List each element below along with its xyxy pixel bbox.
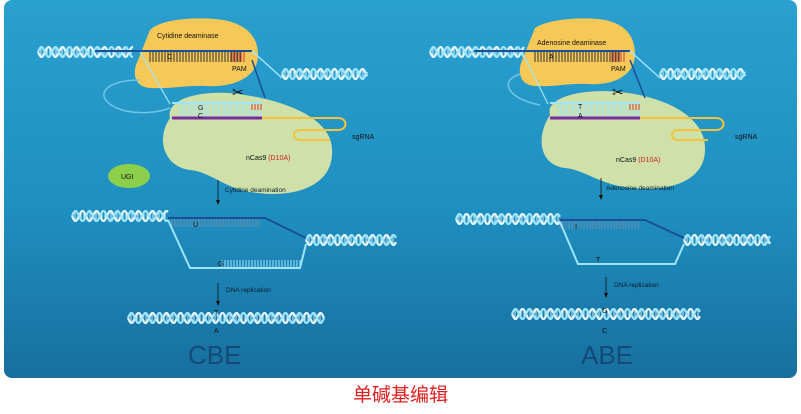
cbe-pam-ticks-mid: [251, 104, 262, 110]
helix-backbone: [511, 308, 701, 320]
abe-ticks-top: [534, 52, 620, 62]
cbe-arrow-1-head: [216, 200, 220, 205]
abe-arrow-2-head: [604, 293, 608, 298]
abe-dna-helix-right: [659, 68, 746, 80]
cbe-ugi-protein: [108, 164, 150, 188]
abe-scissors-icon: ✂: [612, 84, 624, 100]
abe-connector-2: [629, 59, 646, 99]
cbe-base-top: C: [167, 54, 172, 61]
abe-sgrna-label: sgRNA: [735, 134, 758, 141]
abe-final-helix: [511, 308, 701, 320]
abe-ncas9-name: nCas9: [616, 157, 636, 164]
helix-backbone: [71, 210, 169, 222]
cbe-sgrna-label: sgRNA: [352, 134, 375, 141]
abe-pam-ticks-mid: [629, 104, 640, 110]
abe-step2-label: DNA replication: [614, 282, 659, 289]
abe-pam-label: PAM: [611, 66, 626, 73]
cbe-scissors-icon: ✂: [232, 84, 244, 100]
cbe-sgrna-hairpin: [262, 117, 347, 141]
abe-step1-label: Adenosine deamination: [606, 185, 674, 192]
abe-intermediate-bottom-strand: [559, 221, 685, 265]
cbe-ncas9-protein: [162, 92, 333, 194]
abe-section: Adenosine deaminase A PAM ✂ T A sgRNA nC…: [429, 18, 771, 370]
cbe-connector-1: [251, 50, 283, 79]
cbe-pam-label: PAM: [232, 66, 247, 73]
cbe-intermediate-ticks-bottom: [221, 260, 301, 268]
cbe-pam-ticks: [231, 52, 245, 62]
helix-backbone: [305, 234, 397, 246]
cbe-step2-label: DNA replication: [226, 287, 271, 294]
helix-backbone: [127, 312, 325, 324]
helix-backbone: [71, 210, 169, 222]
abe-connector-1: [629, 50, 661, 79]
cbe-section: UGI Cytidine deaminase C PAM ✂ G C sgRNA: [37, 18, 397, 370]
abe-intermediate-top: I: [575, 224, 577, 231]
abe-ncas9-label: nCas9 (D10A): [616, 157, 660, 164]
helix-backbone: [429, 46, 525, 58]
cbe-dna-helix-left: [37, 46, 133, 58]
abe-deaminase-label: Adenosine deaminase: [537, 40, 606, 47]
cbe-intermediate-bottom: G: [218, 261, 223, 268]
helix-backbone: [305, 234, 397, 246]
abe-linker: [507, 73, 541, 106]
cbe-connector-3: [139, 51, 171, 105]
helix-backbone: [511, 308, 701, 320]
cbe-edit-base-c: C: [198, 113, 203, 120]
caption: 单碱基编辑: [352, 384, 448, 406]
cbe-ncas9-label: nCas9 (D10A): [246, 155, 290, 162]
abe-intermediate-helix-right: [683, 234, 771, 246]
abe-edit-base-t: T: [578, 104, 583, 111]
abe-edit-base-a: A: [578, 113, 583, 120]
cbe-ugi-label: UGI: [121, 174, 134, 181]
cbe-final-helix: [127, 312, 325, 324]
cbe-intermediate-top-strand: [168, 217, 307, 239]
cbe-final-bottom: A: [214, 328, 219, 335]
cbe-intermediate-top: U: [193, 222, 198, 229]
cbe-ticks-top: [149, 52, 241, 62]
helix-backbone: [281, 68, 368, 80]
abe-intermediate-ticks: [559, 221, 639, 229]
abe-dna-helix-left: [429, 46, 525, 58]
cbe-final-top: T: [214, 310, 219, 317]
helix-backbone: [37, 46, 133, 58]
cbe-linker: [103, 79, 171, 114]
helix-backbone: [37, 46, 133, 58]
abe-connector-3: [521, 51, 549, 105]
abe-arrow-1-head: [599, 195, 603, 200]
abe-intermediate-bottom: T: [596, 257, 601, 264]
abe-intermediate-top-strand: [560, 219, 685, 239]
cbe-intermediate-ticks: [171, 219, 260, 227]
abe-title: ABE: [581, 340, 633, 370]
helix-backbone: [683, 234, 771, 246]
abe-mutation: (D10A): [638, 157, 660, 164]
cbe-title: CBE: [188, 340, 241, 370]
abe-base-top: A: [549, 54, 554, 61]
cbe-ncas9-name: nCas9: [246, 155, 266, 162]
abe-sgrna-hairpin: [640, 117, 725, 141]
cbe-connector-2: [251, 59, 266, 99]
helix-backbone: [455, 213, 561, 225]
helix-backbone: [455, 213, 561, 225]
abe-final-bottom: C: [602, 328, 607, 335]
cbe-dna-helix-right: [281, 68, 368, 80]
abe-intermediate-helix-left: [455, 213, 561, 225]
cbe-intermediate-helix-right: [305, 234, 397, 246]
cbe-intermediate-helix-left: [71, 210, 169, 222]
cbe-mutation: (D10A): [268, 155, 290, 162]
cbe-deaminase-label: Cytidine deaminase: [157, 33, 219, 40]
cbe-intermediate-bottom-strand: [167, 219, 307, 269]
abe-final-top: G: [602, 308, 607, 315]
helix-backbone: [659, 68, 746, 80]
abe-pam-ticks: [611, 52, 625, 62]
cbe-edit-base-g: G: [198, 105, 203, 112]
helix-backbone: [429, 46, 525, 58]
cbe-deaminase-protein: [134, 18, 258, 89]
cbe-arrow-2-head: [216, 301, 220, 306]
cbe-ticks-mid: [179, 104, 262, 118]
cbe-step1-label: Cytidine deamination: [225, 187, 286, 194]
